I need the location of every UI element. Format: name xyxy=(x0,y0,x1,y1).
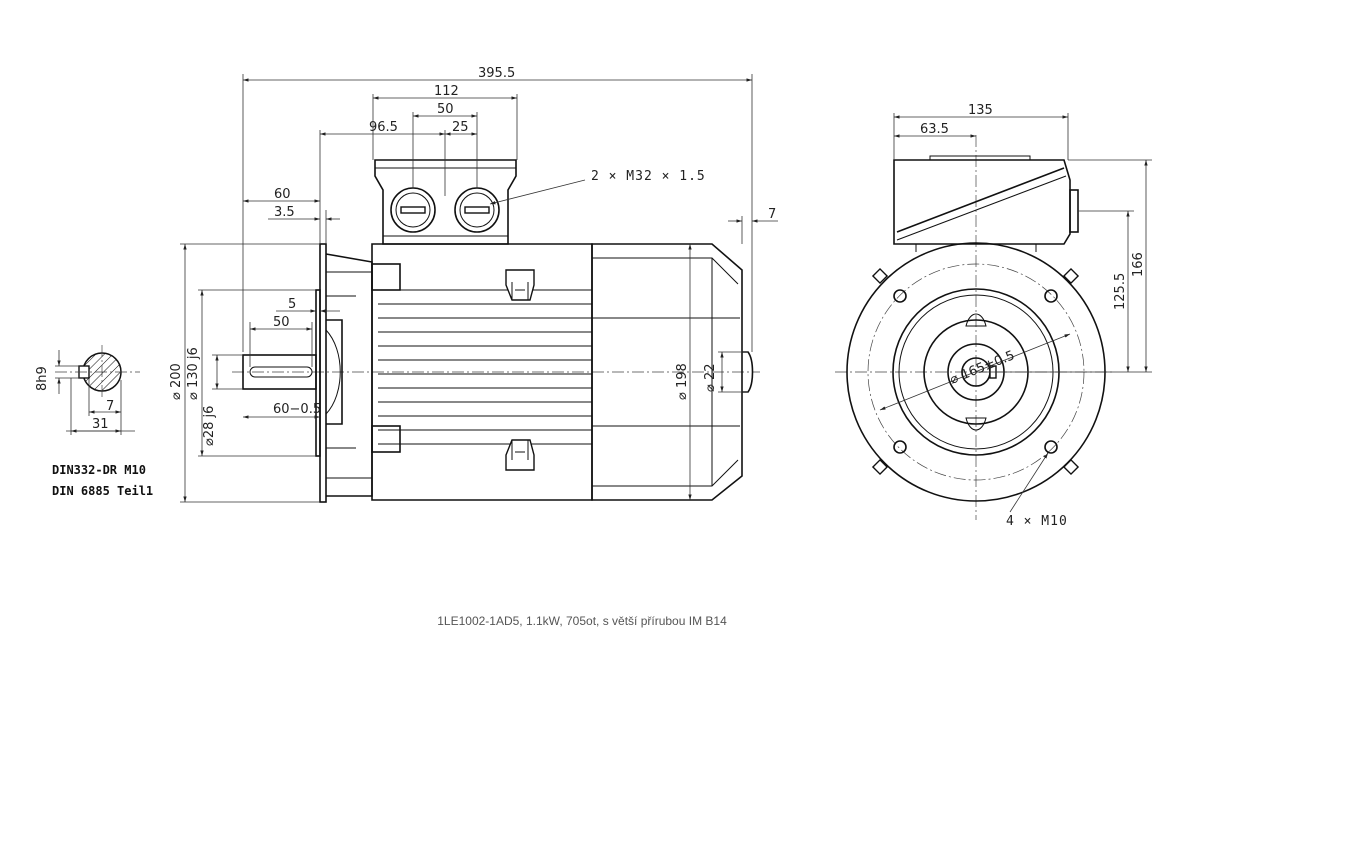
end-view xyxy=(835,135,1115,520)
dim-shaft-diameter: ⌀28 j6 xyxy=(202,406,217,446)
dim-bolt-circle: ⌀ 165±0.5 xyxy=(948,348,1017,388)
dim-box-half-width: 63.5 xyxy=(920,122,949,137)
cooling-fins xyxy=(378,289,592,445)
shaft-height-label: 31 xyxy=(92,417,109,432)
dim-gland-spacing-inner: 25 xyxy=(452,120,469,135)
dim-frame-diameter: ⌀ 198 xyxy=(675,363,690,400)
dim-box-height: 166 xyxy=(1131,252,1146,277)
dim-shaft-center-height: 125.5 xyxy=(1113,273,1128,310)
bolt-hole xyxy=(893,289,907,303)
bolt-hole xyxy=(1044,289,1058,303)
shaft-end-section: 8h9 7 31 DIN332-DR M10 DIN 6885 Teil1 xyxy=(35,345,153,498)
flange xyxy=(319,243,327,503)
end-terminal-box xyxy=(893,159,1071,245)
dim-flange-to-shaft-end: 60 xyxy=(274,187,291,202)
dim-key-length: 50 xyxy=(273,315,290,330)
bolt-holes-note: 4 × M10 xyxy=(1006,514,1068,529)
dim-fan-hub-diameter: ⌀ 22 xyxy=(703,363,718,392)
side-view xyxy=(232,159,760,503)
side-view-dimensions: 395.5 112 50 96.5 25 60 3.5 2 × M32 × 1.… xyxy=(169,66,778,503)
fan-cover xyxy=(591,243,743,501)
key-width-label: 7 xyxy=(106,399,114,414)
dim-box-offset: 96.5 xyxy=(369,120,398,135)
dim-flange-thickness: 3.5 xyxy=(274,205,295,220)
dim-flange-diameter: ⌀ 200 xyxy=(169,363,184,400)
dim-key-offset: 60−0.5 xyxy=(273,402,321,417)
drawing-caption: 1LE1002-1AD5, 1.1kW, 705ot, s větší přír… xyxy=(437,614,727,628)
lifting-eye-bottom xyxy=(505,439,535,471)
shaft-tolerance-label: 8h9 xyxy=(35,366,50,391)
dim-terminal-box-length: 112 xyxy=(434,84,459,99)
cable-glands-note: 2 × M32 × 1.5 xyxy=(591,169,706,184)
bolt-hole xyxy=(1044,440,1058,454)
dim-box-width: 135 xyxy=(968,103,993,118)
spigot xyxy=(315,289,321,457)
shaft-key xyxy=(249,366,313,378)
dim-spigot-depth: 5 xyxy=(288,297,296,312)
standard-center-hole: DIN332-DR M10 xyxy=(52,463,146,477)
dim-spigot-diameter: ⌀ 130 j6 xyxy=(186,347,201,400)
dim-fan-cover-protrusion: 7 xyxy=(768,207,776,222)
terminal-box xyxy=(374,159,517,245)
bolt-hole xyxy=(893,440,907,454)
fan-hub xyxy=(742,351,754,393)
lifting-eye-top xyxy=(505,269,535,301)
dim-overall-length: 395.5 xyxy=(478,66,515,81)
dim-gland-spacing-outer: 50 xyxy=(437,102,454,117)
standard-key: DIN 6885 Teil1 xyxy=(52,484,153,498)
